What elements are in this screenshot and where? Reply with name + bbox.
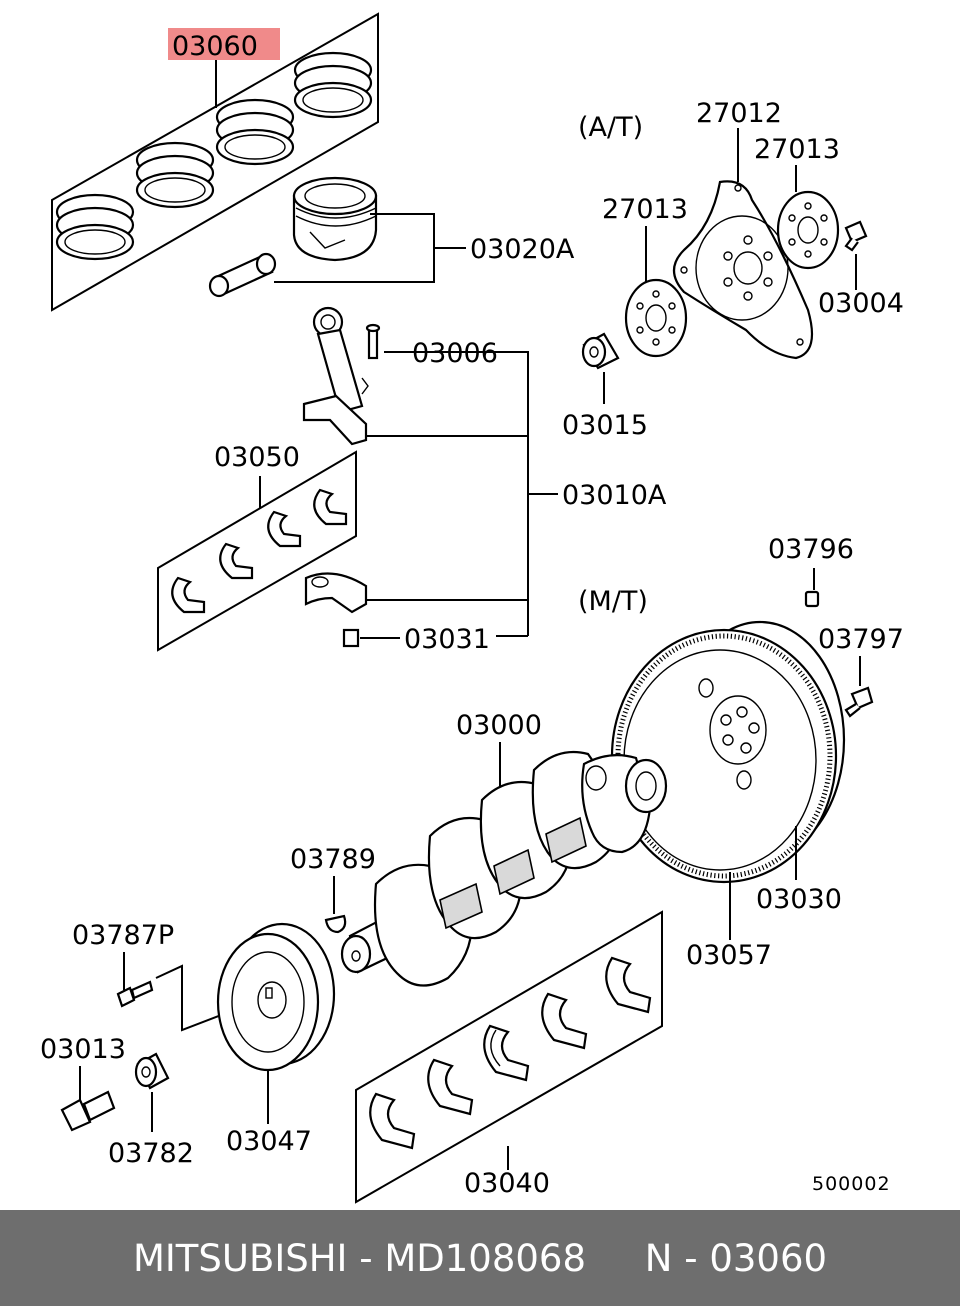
label-03006[interactable]: 03006 bbox=[412, 338, 498, 369]
mt-flywheel-group: (M/T) 03796 03797 03030 03057 bbox=[578, 534, 904, 971]
label-03030[interactable]: 03030 bbox=[756, 884, 842, 915]
rod-bolt bbox=[365, 323, 381, 360]
crank-pulley bbox=[216, 922, 336, 1072]
label-03060[interactable]: 03060 bbox=[172, 31, 258, 62]
label-03015[interactable]: 03015 bbox=[562, 410, 648, 441]
piston-ring-set-group: 03060 bbox=[51, 12, 379, 312]
rod-bearing-shell-4 bbox=[313, 488, 348, 526]
label-03004[interactable]: 03004 bbox=[818, 288, 904, 319]
label-03013[interactable]: 03013 bbox=[40, 1034, 126, 1065]
connecting-rod-assembly: 03006 03031 03010A bbox=[302, 306, 667, 655]
bolt-03787p bbox=[116, 980, 154, 1008]
washer-03782 bbox=[134, 1052, 170, 1090]
piston-assembly: 03020A bbox=[208, 176, 575, 298]
label-03787p[interactable]: 03787P bbox=[72, 920, 174, 951]
bolt-03004 bbox=[844, 220, 868, 252]
main-bearing-shell-2 bbox=[427, 1058, 474, 1116]
main-bearing-shell-5 bbox=[605, 956, 652, 1014]
piston-ring-4 bbox=[293, 51, 373, 119]
rod-nut-03031 bbox=[342, 628, 360, 648]
main-bearing-shell-1 bbox=[369, 1092, 416, 1150]
label-03031[interactable]: 03031 bbox=[404, 624, 490, 655]
label-27012[interactable]: 27012 bbox=[696, 98, 782, 129]
exploded-parts-diagram: 03060 03020A (A/T) 27012 27013 27013 030… bbox=[40, 12, 904, 1204]
part-highlight-box bbox=[168, 28, 280, 60]
label-03040[interactable]: 03040 bbox=[464, 1168, 550, 1199]
crankshaft: 03000 bbox=[340, 710, 668, 987]
spacer-03015 bbox=[581, 332, 620, 370]
label-03050[interactable]: 03050 bbox=[214, 442, 300, 473]
drive-plate bbox=[672, 180, 814, 360]
label-03782[interactable]: 03782 bbox=[108, 1138, 194, 1169]
diagram-number: 500002 bbox=[812, 1173, 891, 1195]
rod-bearing-shell-1 bbox=[171, 576, 206, 614]
bolt-03797 bbox=[844, 686, 874, 718]
piston-ring-2 bbox=[135, 141, 215, 209]
bolt-03013 bbox=[60, 1090, 116, 1132]
label-03789[interactable]: 03789 bbox=[290, 844, 376, 875]
label-03796[interactable]: 03796 bbox=[768, 534, 854, 565]
piston-pin bbox=[208, 252, 277, 298]
rod-bearing-shell-3 bbox=[267, 510, 302, 548]
rod-bearing-cap bbox=[304, 572, 368, 614]
label-03047[interactable]: 03047 bbox=[226, 1126, 312, 1157]
label-03020a[interactable]: 03020A bbox=[470, 234, 575, 265]
shim-plate-right bbox=[776, 190, 840, 270]
rod-bearing-set: 03050 bbox=[157, 442, 357, 652]
main-bearing-shell-3 bbox=[483, 1024, 530, 1082]
label-27013-right[interactable]: 27013 bbox=[754, 134, 840, 165]
connecting-rod bbox=[302, 306, 369, 446]
at-drive-plate-group: (A/T) 27012 27013 27013 03004 03015 bbox=[562, 98, 904, 441]
label-at-group: (A/T) bbox=[578, 112, 643, 143]
dowel-pin-03796 bbox=[804, 590, 820, 608]
footer-bar: MITSUBISHI - MD108068 N - 03060 bbox=[0, 1210, 960, 1306]
main-bearing-shell-4 bbox=[541, 992, 588, 1050]
crank-pulley-group: 03787P 03013 03782 03047 bbox=[40, 920, 336, 1169]
footer-part-info: MITSUBISHI - MD108068 N - 03060 bbox=[132, 1236, 828, 1280]
woodruff-key-03789: 03789 bbox=[290, 844, 376, 934]
flywheel bbox=[610, 620, 846, 884]
label-mt-group: (M/T) bbox=[578, 586, 648, 617]
piston-ring-1 bbox=[55, 193, 135, 261]
shim-plate-left bbox=[624, 278, 688, 358]
label-03797[interactable]: 03797 bbox=[818, 624, 904, 655]
label-27013-left[interactable]: 27013 bbox=[602, 194, 688, 225]
rod-bearing-shell-2 bbox=[219, 542, 254, 580]
label-03000[interactable]: 03000 bbox=[456, 710, 542, 741]
label-03010a[interactable]: 03010A bbox=[562, 480, 667, 511]
main-bearing-set: 03040 bbox=[355, 910, 663, 1204]
piston-ring-3 bbox=[215, 98, 295, 166]
label-03057[interactable]: 03057 bbox=[686, 940, 772, 971]
